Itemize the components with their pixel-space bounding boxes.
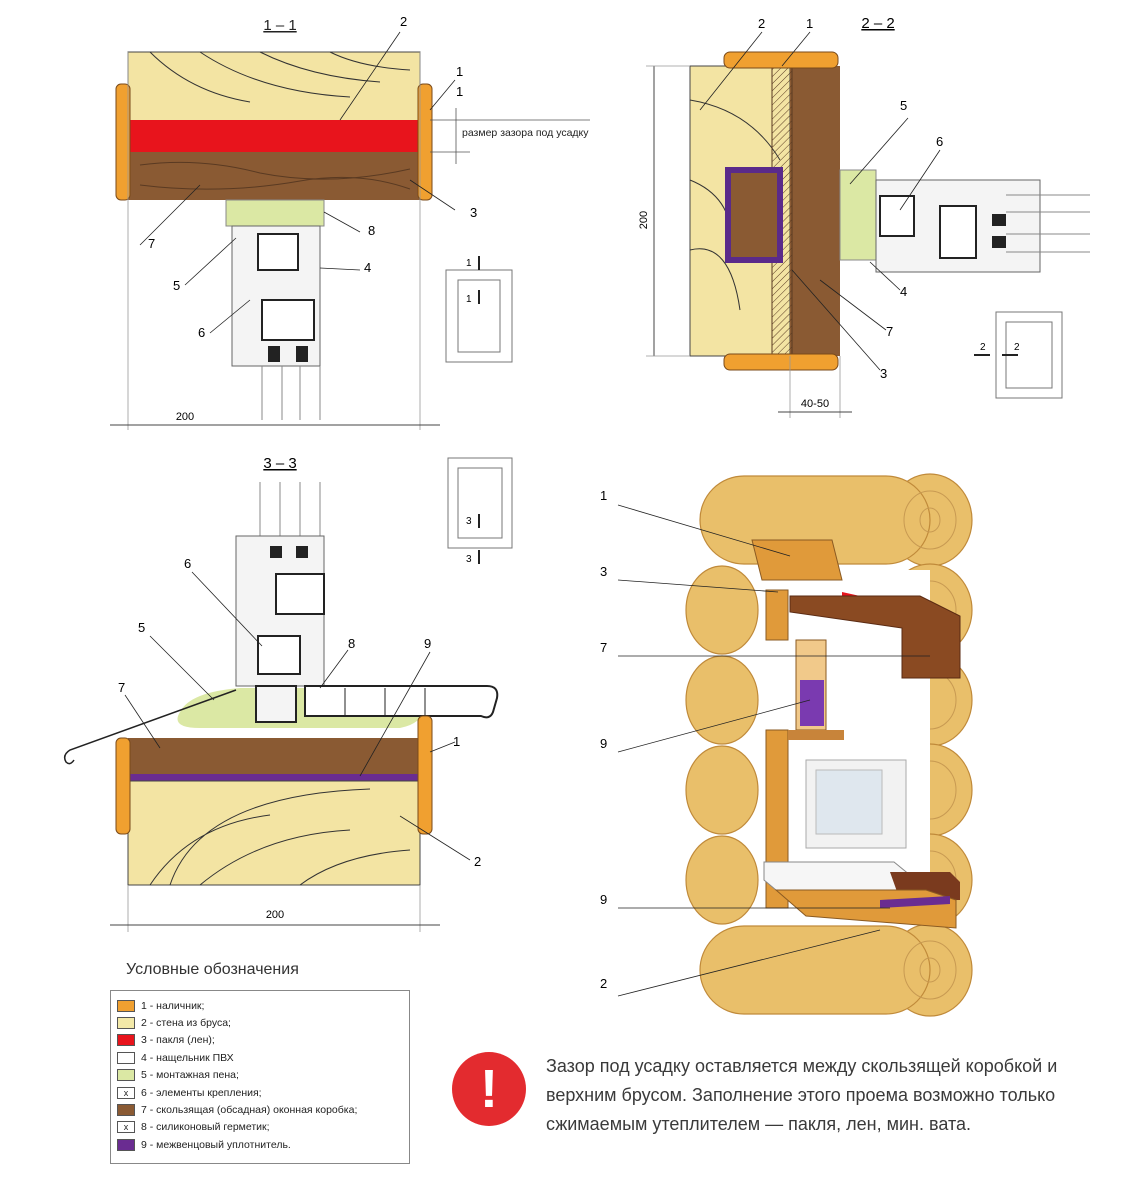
- dimension-200-c: 200: [266, 909, 284, 921]
- casing-box: [128, 152, 420, 200]
- callout-b-5: 5: [900, 98, 907, 113]
- architrave-right-3: [417, 715, 433, 835]
- section-1-1: 1 – 1 200 размер зазора под усадку: [110, 14, 590, 430]
- legend-item: 7 - скользящая (обсадная) оконная коробк…: [117, 1101, 409, 1118]
- legend-swatch: [117, 999, 135, 1012]
- callout-b-2: 2: [758, 16, 765, 31]
- gap-label: размер зазора под усадку: [462, 127, 589, 139]
- callout-d-9: 9: [600, 736, 607, 751]
- callout-c-2: 2: [474, 854, 481, 869]
- architrave-left-3: [115, 737, 131, 835]
- section-2-2: 2 – 2 200 40-50 2: [638, 15, 1090, 418]
- legend-label: 2 - стена из бруса;: [141, 1017, 231, 1030]
- key-mark-3-top: 3: [466, 516, 472, 527]
- ebb: [63, 689, 237, 765]
- callout-a-1: 1: [456, 64, 463, 79]
- 3d-casing-top: [751, 539, 843, 581]
- callout-b-7: 7: [886, 324, 893, 339]
- callout-c-7: 7: [118, 680, 125, 695]
- section-title-1-1: 1 – 1: [263, 17, 296, 34]
- legend-item: x 8 - силиконовый герметик;: [117, 1119, 409, 1136]
- casing-box-3: [128, 738, 420, 774]
- callout-a-8: 8: [368, 223, 375, 238]
- callout-b-6: 6: [936, 134, 943, 149]
- key-mark-2-right: 2: [1014, 342, 1020, 353]
- callout-a-7: 7: [148, 236, 155, 251]
- callout-a-1b: 1: [456, 84, 463, 99]
- callout-b-1: 1: [806, 16, 813, 31]
- legend-swatch: [117, 1104, 135, 1117]
- legend-label: 9 - межвенцовый уплотнитель.: [141, 1138, 291, 1151]
- key-mark-3-bottom: 3: [466, 554, 472, 565]
- callout-c-6: 6: [184, 556, 191, 571]
- dimension-200-a: 200: [176, 411, 194, 423]
- legend-item: 1 - наличник;: [117, 997, 409, 1014]
- callout-d-3: 3: [600, 564, 607, 579]
- exclamation-icon: !: [452, 1052, 526, 1126]
- callout-d-9b: 9: [600, 892, 607, 907]
- callout-b-3: 3: [880, 366, 887, 381]
- legend-label: 5 - монтажная пена;: [141, 1069, 239, 1082]
- legend-label: 4 - нащельник ПВХ: [141, 1051, 234, 1064]
- callout-c-1: 1: [453, 734, 460, 749]
- callout-c-8: 8: [348, 636, 355, 651]
- architrave-left: [115, 83, 131, 201]
- callout-a-5: 5: [173, 278, 180, 293]
- legend-swatch: [117, 1069, 135, 1082]
- callout-a-2: 2: [400, 14, 407, 29]
- callout-a-6: 6: [198, 325, 205, 340]
- legend-item: 9 - межвенцовый уплотнитель.: [117, 1136, 409, 1153]
- window-sill: [304, 685, 499, 719]
- callout-d-7: 7: [600, 640, 607, 655]
- legend-swatch: x: [117, 1121, 135, 1134]
- key-mark-2-left: 2: [980, 342, 986, 353]
- architrave-right: [417, 83, 433, 201]
- mounting-foam: [225, 199, 325, 227]
- key-plan-1-1: [445, 269, 513, 363]
- legend-item: 3 - пакля (лен);: [117, 1032, 409, 1049]
- legend-swatch: [117, 1017, 135, 1030]
- legend: 1 - наличник; 2 - стена из бруса; 3 - пакл…: [110, 990, 410, 1164]
- key-plan-3-3: [447, 457, 513, 549]
- legend-label: 6 - элементы крепления;: [141, 1086, 262, 1099]
- legend-swatch: x: [117, 1086, 135, 1099]
- callout-d-1: 1: [600, 488, 607, 503]
- inter-crown-seal-3: [128, 774, 420, 781]
- architrave-bottom-2: [723, 353, 839, 371]
- mounting-foam-2: [839, 169, 877, 261]
- note-text: Зазор под усадку оставляется между сколь…: [546, 1056, 1058, 1134]
- legend-item: 4 - нащельник ПВХ: [117, 1049, 409, 1066]
- casing-box-2: [790, 66, 840, 356]
- legend-item: 5 - монтажная пена;: [117, 1067, 409, 1084]
- key-mark-1-bottom: 1: [466, 294, 472, 305]
- legend-swatch: [117, 1034, 135, 1047]
- wall-beam: [127, 51, 421, 123]
- callout-d-2: 2: [600, 976, 607, 991]
- tow-layer: [128, 120, 420, 152]
- callout-b-4: 4: [900, 284, 907, 299]
- section-title-3-3: 3 – 3: [263, 455, 296, 472]
- legend-title: Условные обозначения: [126, 961, 299, 978]
- log-wall-3d: 1 3 7 9 9 2: [600, 462, 973, 1022]
- callout-a-3: 3: [470, 205, 477, 220]
- legend-label: 1 - наличник;: [141, 999, 205, 1012]
- architrave-top-2: [723, 51, 839, 69]
- callout-c-5: 5: [138, 620, 145, 635]
- callout-c-9: 9: [424, 636, 431, 651]
- callout-a-4: 4: [364, 260, 371, 275]
- key-mark-1-top: 1: [466, 258, 472, 269]
- legend-item: 2 - стена из бруса;: [117, 1014, 409, 1031]
- legend-label: 8 - силиконовый герметик;: [141, 1121, 270, 1134]
- section-3-3: 3 – 3 200: [63, 455, 513, 932]
- dimension-40-50: 40-50: [801, 398, 829, 410]
- wall-beam-3: [127, 780, 421, 886]
- legend-label: 7 - скользящая (обсадная) оконная коробк…: [141, 1104, 358, 1117]
- legend-swatch: [117, 1051, 135, 1064]
- dimension-200-b: 200: [638, 211, 650, 229]
- section-title-2-2: 2 – 2: [861, 15, 894, 32]
- legend-swatch: [117, 1138, 135, 1151]
- legend-label: 3 - пакля (лен);: [141, 1034, 215, 1047]
- legend-item: x 6 - элементы крепления;: [117, 1084, 409, 1101]
